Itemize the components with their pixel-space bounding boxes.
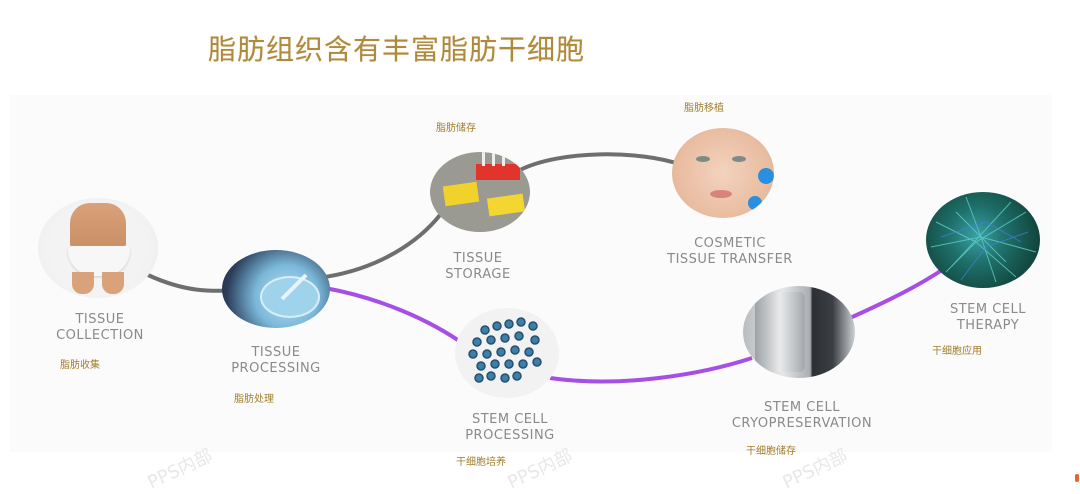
cosmetic-tissue-transfer-cn-label: 脂肪移植 <box>684 103 724 114</box>
tissue-collection-cn-label: 脂肪收集 <box>60 360 100 371</box>
yellow-bag-icon <box>442 181 480 207</box>
neural-network-icon <box>930 196 1037 283</box>
tissue-collection-label: TISSUE COLLECTION <box>56 312 144 343</box>
orange-marker <box>1075 474 1079 482</box>
stem-cell-processing-cn-label: 干细胞培养 <box>456 457 506 468</box>
lips-icon <box>710 190 732 198</box>
cosmetic-tissue-transfer-image <box>672 128 774 218</box>
stem-cell-cryopreservation-label: STEM CELL CRYOPRESERVATION <box>731 400 873 431</box>
stem-cell-therapy-label: STEM CELL THERAPY <box>949 302 1027 333</box>
glove-icon <box>748 196 762 210</box>
tissue-storage-label: TISSUE STORAGE <box>445 251 511 282</box>
stem-cell-path-line <box>849 266 947 320</box>
cosmetic-tissue-transfer-label: COSMETIC TISSUE TRANSFER <box>667 236 793 267</box>
cryo-tank-icon <box>755 292 805 372</box>
eye-icon <box>732 156 746 162</box>
stem-cell-therapy-cn-label: 干细胞应用 <box>932 346 982 357</box>
stem-cell-path-line <box>549 356 753 384</box>
tissue-path-line <box>317 213 442 280</box>
stem-cell-cryopreservation-image <box>743 286 855 378</box>
stem-cell-processing-label: STEM CELL PROCESSING <box>465 412 555 443</box>
glove-icon <box>758 168 774 184</box>
tube-rack-icon <box>476 164 520 180</box>
tissue-collection-image <box>38 198 158 298</box>
stem-cell-therapy-image <box>926 192 1040 288</box>
yellow-bag-icon <box>486 193 526 217</box>
flow-lines <box>147 152 947 384</box>
page-title: 脂肪组织含有丰富脂肪干细胞 <box>208 33 586 66</box>
stem-cell-path-line <box>324 286 467 347</box>
tissue-path-line <box>519 152 683 172</box>
eye-icon <box>696 156 710 162</box>
petri-dish-icon <box>260 276 320 318</box>
tissue-processing-cn-label: 脂肪处理 <box>234 394 274 405</box>
torso-icon <box>70 203 126 248</box>
stem-cell-cryopreservation-cn-label: 干细胞储存 <box>746 446 796 457</box>
tissue-storage-image <box>430 152 530 232</box>
stem-cell-processing-image <box>455 308 559 398</box>
tissue-storage-cn-label: 脂肪储存 <box>436 123 476 134</box>
tissue-processing-label: TISSUE PROCESSING <box>231 345 321 376</box>
tissue-processing-image <box>222 250 330 328</box>
cells-icon <box>468 317 542 383</box>
